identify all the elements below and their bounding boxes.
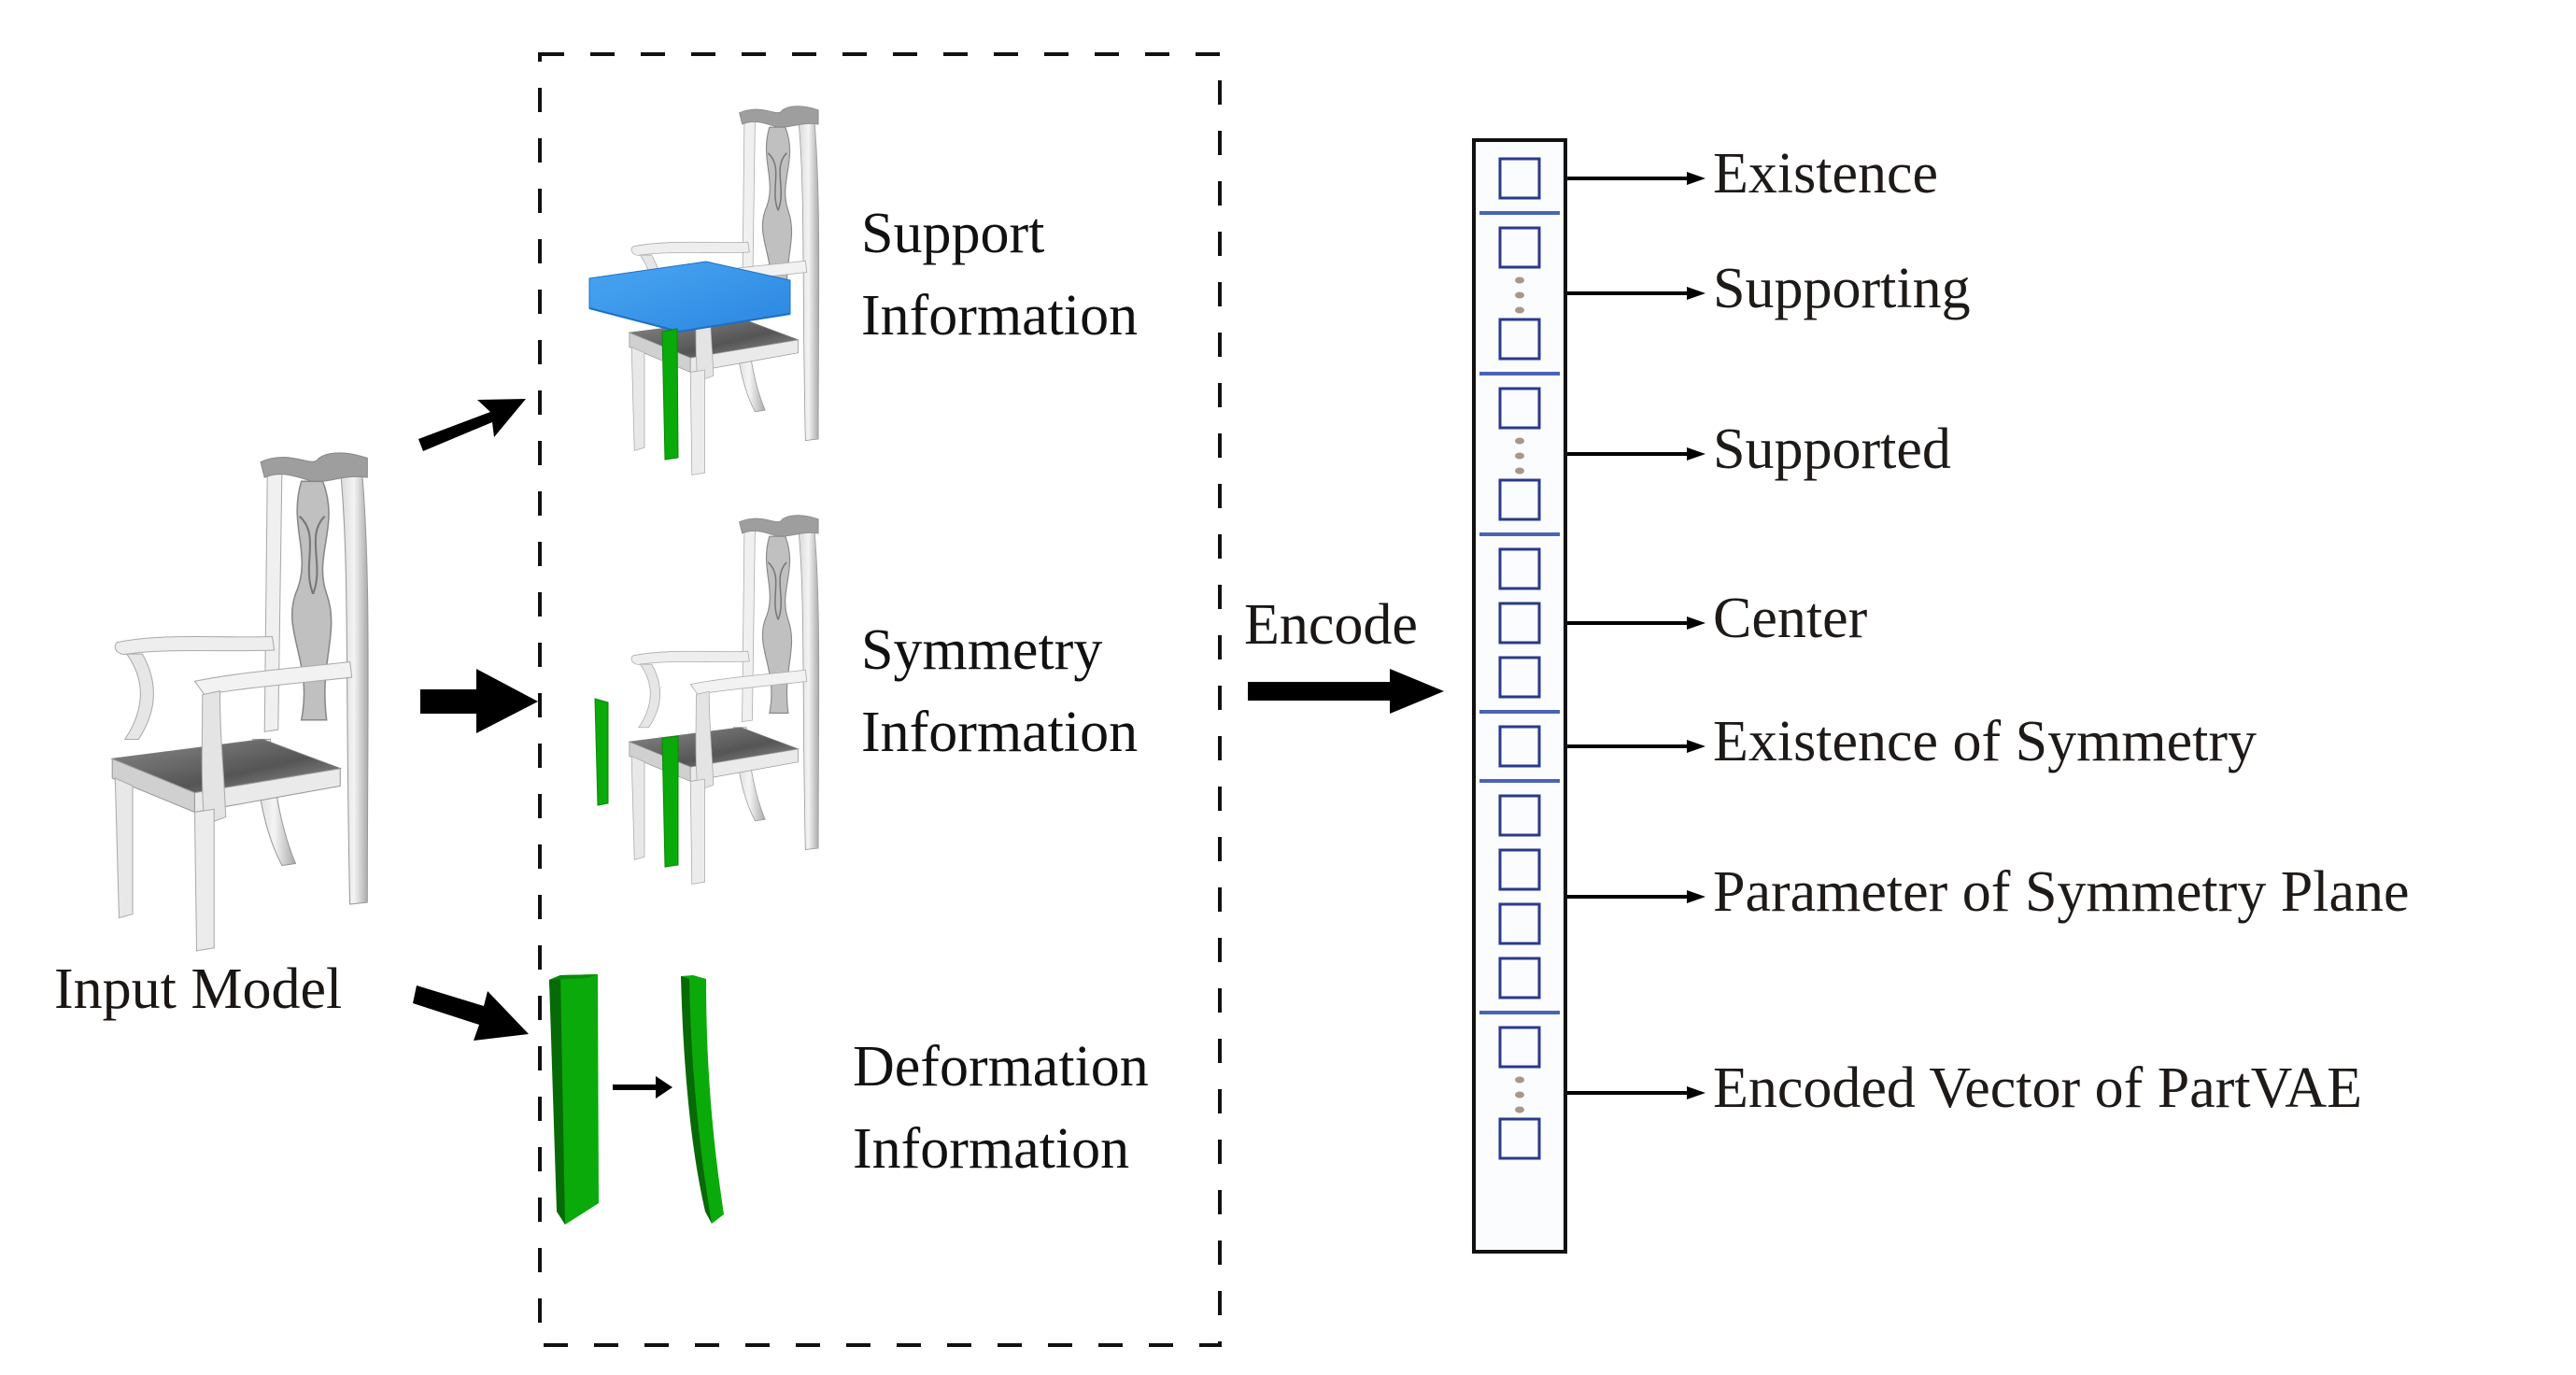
deformation-info-line2: Information <box>853 1117 1130 1181</box>
vector-cell <box>1498 1117 1541 1160</box>
symmetry-info-line2: Information <box>861 701 1139 764</box>
ellipsis-dot <box>1515 1106 1524 1113</box>
info-container-dashed <box>538 52 1222 1347</box>
vector-cell <box>1498 794 1541 837</box>
ellipsis-dot <box>1515 291 1524 299</box>
deformation-part-deformed <box>681 975 724 1224</box>
vector-cell <box>1498 157 1541 200</box>
arrow-to-support <box>418 399 526 451</box>
vector-cell <box>1498 318 1541 361</box>
vector-cell <box>1498 957 1541 999</box>
arrow-to-symmetry <box>420 669 538 733</box>
support-chair <box>588 105 820 476</box>
vector-cell <box>1498 478 1541 521</box>
support-info-line1: Support <box>861 202 1045 265</box>
field-arrow-head <box>1687 447 1706 461</box>
ellipsis-dot <box>1515 1076 1524 1084</box>
arrow-to-deformation <box>413 985 529 1041</box>
vector-cell <box>1498 387 1541 430</box>
field-arrow-head <box>1687 1086 1706 1099</box>
vector-field-label: Existence of Symmetry <box>1713 710 2257 773</box>
deformation-info-label: Deformation Information <box>853 1026 1149 1190</box>
vector-cell <box>1498 1026 1541 1069</box>
field-arrows <box>1567 172 1706 1099</box>
ellipsis-dot <box>1515 437 1524 445</box>
deformation-info-line1: Deformation <box>853 1035 1149 1099</box>
support-info-label: Support Information <box>861 192 1138 357</box>
symmetry-info-label: Symmetry Information <box>861 609 1138 773</box>
vector-cell <box>1498 547 1541 590</box>
encode-label: Encode <box>1244 593 1418 657</box>
vector-field-label: Supported <box>1713 418 1951 481</box>
field-arrow-head <box>1687 890 1706 903</box>
field-arrow-head <box>1687 617 1706 630</box>
deformation-arrow <box>613 1076 672 1099</box>
field-arrow-head <box>1687 740 1706 753</box>
vector-cell <box>1498 656 1541 699</box>
ellipsis-dot <box>1515 452 1524 460</box>
vector-field-label: Center <box>1713 587 1868 650</box>
field-arrow-head <box>1687 287 1706 300</box>
ellipsis-dot <box>1515 276 1524 284</box>
encoded-vector-cells <box>1479 157 1560 1160</box>
deformation-part-original <box>549 974 599 1225</box>
field-arrow-head <box>1687 172 1706 185</box>
vector-cell <box>1498 226 1541 269</box>
vector-field-label: Existence <box>1713 142 1939 206</box>
vector-cell <box>1498 725 1541 768</box>
symmetry-chair <box>594 514 820 886</box>
encode-arrow <box>1248 669 1444 714</box>
support-info-line2: Information <box>861 284 1139 347</box>
vector-field-label: Supporting <box>1713 257 1971 320</box>
symmetry-info-line1: Symmetry <box>861 618 1103 682</box>
vector-cell <box>1498 602 1541 645</box>
vector-field-label: Encoded Vector of PartVAE <box>1713 1056 2363 1120</box>
ellipsis-dot <box>1515 467 1524 475</box>
ellipsis-dot <box>1515 1091 1524 1099</box>
input-chair-model <box>111 451 370 952</box>
vector-cell <box>1498 902 1541 945</box>
vector-cell <box>1498 848 1541 891</box>
input-model-label: Input Model <box>54 957 343 1021</box>
ellipsis-dot <box>1515 306 1524 314</box>
vector-field-label: Parameter of Symmetry Plane <box>1713 860 2410 924</box>
